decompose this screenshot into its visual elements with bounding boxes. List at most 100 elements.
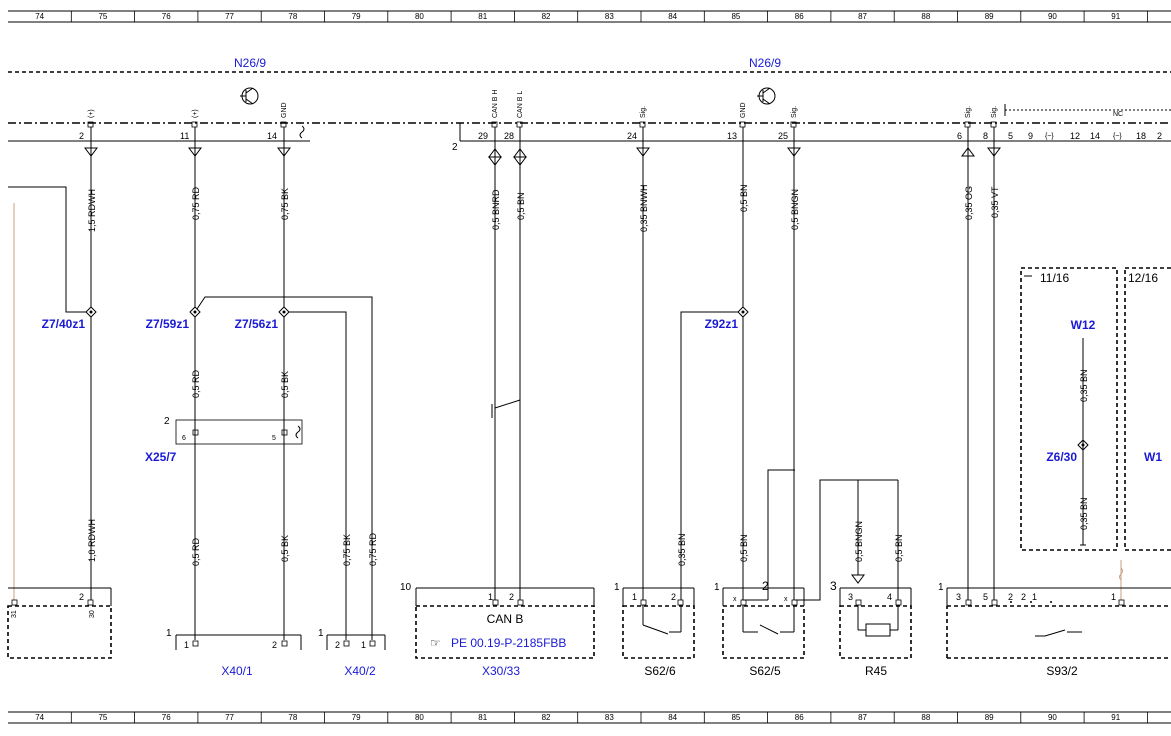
svg-text:3: 3: [848, 592, 853, 602]
ref-w1[interactable]: W1: [1144, 450, 1162, 464]
svg-text:1: 1: [714, 582, 720, 593]
label-x40-1[interactable]: X40/1: [221, 664, 253, 678]
label-x30-33[interactable]: X30/33: [482, 664, 520, 678]
grid-column-label: 88: [921, 12, 930, 21]
svg-text:CAN B L: CAN B L: [517, 91, 524, 118]
splice-z92z1[interactable]: Z92z1: [705, 317, 739, 331]
grid-column-label: 82: [542, 713, 551, 722]
grid-column-label: 77: [225, 713, 234, 722]
svg-text:0,35 VT: 0,35 VT: [990, 186, 1000, 218]
grid-column-label: 75: [98, 713, 107, 722]
grid-column-label: 78: [288, 713, 297, 722]
grid-column-label: 80: [415, 12, 424, 21]
can-ref-link[interactable]: PE 00.19-P-2185FBB: [451, 636, 566, 650]
top-pin-labels: (+) (+) GND CAN B H CAN B L Sig. GND Sig…: [88, 90, 998, 118]
grid-column-label: 76: [162, 12, 171, 21]
svg-text:(+): (+): [192, 109, 199, 118]
svg-text:4: 4: [887, 592, 892, 602]
label-x40-2[interactable]: X40/2: [344, 664, 376, 678]
svg-text:1: 1: [361, 640, 366, 650]
svg-text:CAN B H: CAN B H: [492, 90, 499, 118]
svg-text:5: 5: [1008, 131, 1013, 141]
grid-column-label: 81: [478, 713, 487, 722]
svg-text:2: 2: [335, 640, 340, 650]
svg-text:2: 2: [1008, 592, 1013, 602]
wires: [8, 127, 1122, 640]
splice-z7-56z1[interactable]: Z7/56z1: [235, 317, 279, 331]
label-s62-5: S62/5: [749, 664, 781, 678]
svg-text:5: 5: [983, 592, 988, 602]
svg-text:0,35 BNWH: 0,35 BNWH: [639, 184, 649, 232]
grid-column-label: 74: [35, 713, 44, 722]
svg-text:1: 1: [632, 592, 637, 602]
svg-text:0,35 OG: 0,35 OG: [964, 186, 974, 220]
svg-text:0,5 RD: 0,5 RD: [191, 369, 201, 398]
svg-text:18: 18: [1136, 131, 1146, 141]
svg-text:1: 1: [1111, 592, 1116, 602]
splice-z7-59z1[interactable]: Z7/59z1: [146, 317, 190, 331]
svg-text:25: 25: [778, 131, 788, 141]
svg-text:1: 1: [1032, 592, 1037, 602]
module-label-left[interactable]: N26/9: [234, 56, 266, 70]
svg-text:0,5 BNGN: 0,5 BNGN: [790, 189, 800, 230]
grid-column-label: 79: [352, 12, 361, 21]
switch-s62-5: [722, 587, 805, 659]
svg-text:0,5 BNGN: 0,5 BNGN: [854, 521, 864, 562]
grid-column-label: 80: [415, 713, 424, 722]
right-panel: 11/16 12/16: [1020, 267, 1171, 551]
ref-w12[interactable]: W12: [1071, 318, 1096, 332]
splice-z7-40z1[interactable]: Z7/40z1: [42, 317, 86, 331]
svg-text:0,5 BN: 0,5 BN: [516, 192, 526, 220]
svg-text:5: 5: [272, 435, 276, 442]
grid-column-label: 83: [605, 12, 614, 21]
svg-text:10: 10: [400, 582, 412, 593]
grid-column-label: 79: [352, 713, 361, 722]
component-x30-33: [415, 587, 595, 659]
bottom-pin-numbers: 31 2 30 1 2 2 1 1 2 1 2 3 4 2 3 5 1 1 2 …: [11, 592, 1116, 650]
svg-text:0,5 BNRD: 0,5 BNRD: [491, 189, 501, 230]
connector-x40-2: [326, 634, 386, 650]
component-labels: X40/1 X40/2 X30/33 S62/6 S62/5 R45 S93/2: [221, 664, 1078, 678]
splice-points: [85, 306, 1089, 451]
svg-text:2: 2: [671, 592, 676, 602]
svg-text:(+): (+): [88, 109, 95, 118]
svg-text:2: 2: [164, 416, 170, 427]
splice-z6-30[interactable]: Z6/30: [1046, 450, 1077, 464]
grid-column-label: 76: [162, 713, 171, 722]
svg-text:29: 29: [478, 131, 488, 141]
svg-text:0,75 RD: 0,75 RD: [191, 186, 201, 220]
grid-column-label: 86: [795, 12, 804, 21]
grid-column-label: 74: [35, 12, 44, 21]
svg-text:28: 28: [504, 131, 514, 141]
svg-text:1: 1: [614, 582, 620, 593]
wire-labels: 1,5 RDWH 0,75 RD 0,75 BK 0,5 BNRD 0,5 BN…: [87, 184, 1089, 566]
svg-text:1,5 RDWH: 1,5 RDWH: [87, 189, 97, 232]
nc-label: NC: [1113, 111, 1123, 118]
module-label-right[interactable]: N26/9: [749, 56, 781, 70]
connector-x25-7: 2 6 5: [164, 416, 303, 445]
top-pin-numbers: 2 11 14 29 28 24 13 25 6 8 5 9 12 14 18 …: [79, 131, 1162, 141]
grid-column-label: 84: [668, 12, 677, 21]
svg-text:Sig.: Sig.: [791, 106, 798, 118]
connector-label-x25-7[interactable]: X25/7: [145, 450, 177, 464]
grid-column-label: 82: [542, 12, 551, 21]
svg-text:0,75 RD: 0,75 RD: [368, 532, 378, 566]
svg-text:9: 9: [1028, 131, 1033, 141]
svg-text:GND: GND: [281, 102, 288, 118]
svg-text:2: 2: [762, 579, 769, 593]
svg-text:0,35 BN: 0,35 BN: [1079, 497, 1089, 530]
grid-column-label: 85: [731, 713, 740, 722]
svg-text:0,5 BK: 0,5 BK: [280, 535, 290, 562]
svg-text:0,5 BN: 0,5 BN: [739, 184, 749, 212]
svg-text:Sig.: Sig.: [991, 106, 998, 118]
bus-index: 2: [452, 142, 458, 153]
grid-column-label: 78: [288, 12, 297, 21]
grid-bottom: 74757677787980818283848586878889909192: [8, 711, 1171, 724]
svg-text:11/16: 11/16: [1040, 271, 1069, 285]
svg-text:12: 12: [1070, 131, 1080, 141]
svg-text:Sig.: Sig.: [965, 106, 972, 118]
svg-text:2: 2: [272, 640, 277, 650]
grid-column-label: 86: [795, 713, 804, 722]
svg-text:{~}: {~}: [1045, 133, 1054, 140]
